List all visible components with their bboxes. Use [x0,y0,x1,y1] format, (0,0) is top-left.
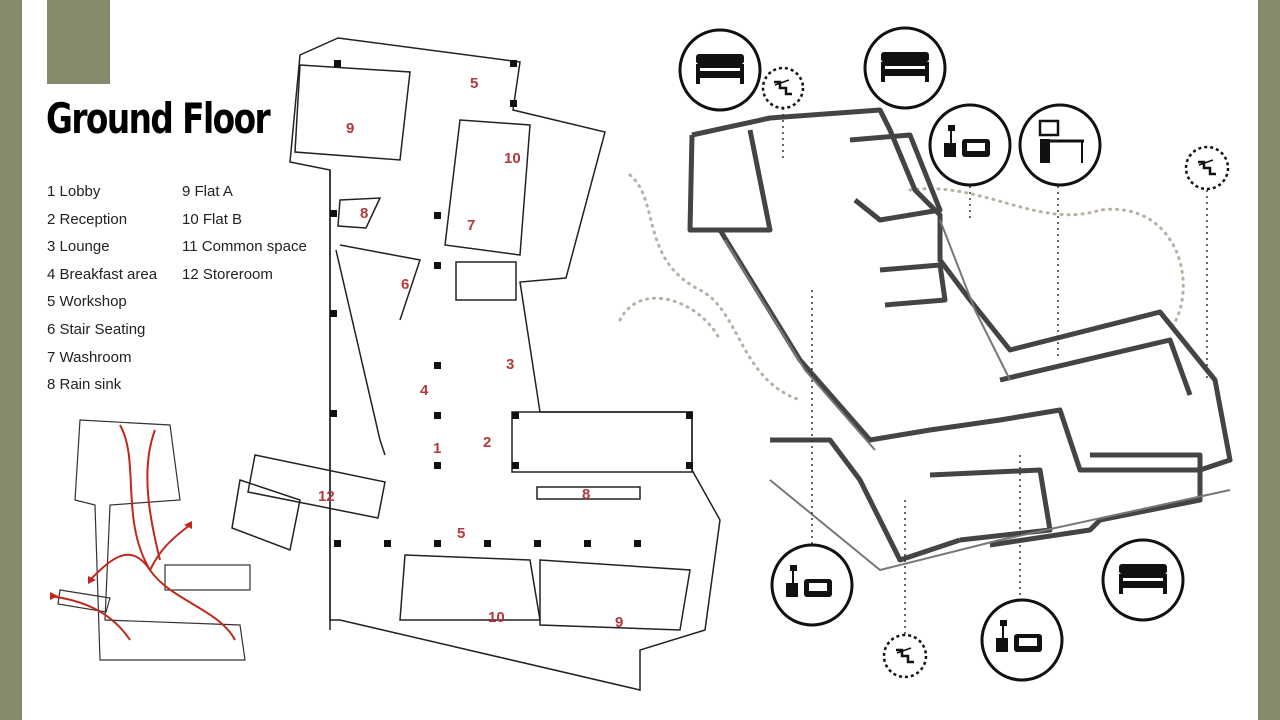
legend-col-1: 1 Lobby 2 Reception 3 Lounge 4 Breakfast… [47,178,157,399]
svg-text:2: 2 [483,434,491,451]
svg-text:5: 5 [470,75,478,92]
legend-item: 3 Lounge [47,238,110,256]
leader-lines [782,108,1208,635]
axo-walls [687,107,1233,563]
svg-text:8: 8 [582,486,590,503]
title-accent-block [47,0,110,84]
svg-text:9: 9 [615,614,623,631]
entry-arrow-icon [184,521,192,529]
svg-text:4: 4 [420,382,429,399]
legend-item: 2 Reception [47,210,128,228]
lamp-sofa-icon [928,103,1012,187]
legend-col-2: 9 Flat A 10 Flat B 11 Common space 12 St… [182,178,307,288]
svg-text:6: 6 [401,276,409,293]
landscape-contours [618,173,1185,402]
bed-icon [678,28,762,112]
entry-arrow-icon [88,576,96,584]
svg-text:12: 12 [318,488,335,505]
svg-text:10: 10 [488,609,505,626]
svg-text:1: 1 [433,440,441,457]
left-accent-bar [0,0,22,720]
axo-railings [724,219,1231,572]
legend-item: 8 Rain sink [47,376,122,394]
stair-icon [1184,145,1230,191]
plan-columns [330,60,693,547]
circulation-paths [49,424,236,641]
svg-text:5: 5 [457,525,465,542]
bed-icon [1101,538,1185,622]
room-labels: 5 9 10 8 7 6 3 4 1 2 8 12 5 10 9 [318,75,623,631]
legend-item: 9 Flat A [182,183,233,200]
svg-text:7: 7 [467,217,475,234]
entry-arrow-icon [50,592,58,600]
plan-walls [231,37,721,691]
stair-icon [882,633,928,679]
legend-item: 11 Common space [182,238,307,256]
stair-icon [761,66,805,110]
svg-text:10: 10 [504,150,521,167]
svg-text:3: 3 [506,356,514,373]
desk-icon [1018,103,1102,187]
legend-item: 1 Lobby [47,183,101,200]
right-accent-bar [1258,0,1280,720]
page-title: Ground Floor [46,94,271,143]
legend-item: 12 Storeroom [182,265,273,283]
legend-item: 4 Breakfast area [47,265,158,283]
legend-item: 6 Stair Seating [47,320,146,338]
bed-icon [863,26,947,110]
lamp-sofa-icon [770,543,854,627]
legend-item: 5 Workshop [47,293,127,311]
svg-text:9: 9 [346,120,354,137]
lamp-sofa-icon [980,598,1064,682]
legend-item: 7 Washroom [47,348,132,366]
svg-text:8: 8 [360,205,368,222]
legend-item: 10 Flat B [182,210,243,228]
